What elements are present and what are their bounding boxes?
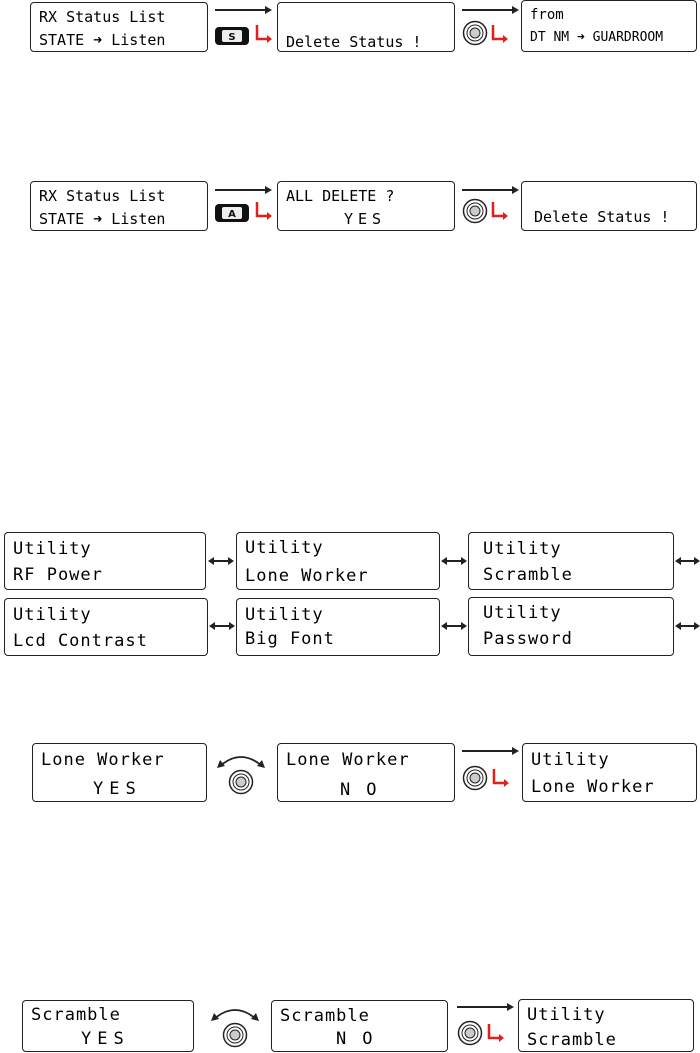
lcd-utility-rf-power: Utility RF Power bbox=[4, 532, 206, 590]
lcd-line-2: YES bbox=[344, 210, 387, 228]
lcd-line-1: Utility bbox=[13, 605, 92, 625]
double-arrow-icon bbox=[208, 556, 234, 566]
lcd-line-1: Utility bbox=[245, 538, 324, 558]
lcd-line-1: Utility bbox=[483, 539, 562, 559]
lcd-scramble-no: Scramble NO bbox=[271, 1000, 448, 1052]
lcd-utility-lcd-contrast: Utility Lcd Contrast bbox=[4, 598, 208, 656]
right-arrow-icon bbox=[455, 1002, 515, 1012]
rotate-arc-icon bbox=[210, 1003, 260, 1051]
lcd-lone-worker-yes: Lone Worker YES bbox=[32, 743, 207, 802]
lcd-all-delete: ALL DELETE ? YES bbox=[277, 181, 455, 231]
lcd-line-2: Delete Status ! bbox=[534, 208, 670, 226]
side-key-letter: S bbox=[228, 32, 235, 43]
side-key-letter: A bbox=[228, 209, 236, 220]
enter-arrow-icon bbox=[485, 1022, 505, 1044]
lcd-utility-scramble: Utility Scramble bbox=[468, 532, 674, 590]
enter-arrow-icon bbox=[253, 23, 273, 45]
side-key-icon: A bbox=[214, 203, 250, 223]
lcd-line-2: YES bbox=[93, 779, 142, 799]
lcd-line-2: YES bbox=[81, 1029, 130, 1049]
double-arrow-icon bbox=[441, 621, 467, 631]
knob-icon bbox=[462, 20, 488, 46]
lcd-line-2: DT NM ➜ GUARDROOM bbox=[530, 30, 664, 45]
lcd-utility-password: Utility Password bbox=[468, 597, 674, 656]
right-arrow-icon bbox=[460, 185, 520, 195]
lcd-lone-worker-no: Lone Worker NO bbox=[277, 743, 455, 802]
lcd-line-1: Utility bbox=[245, 605, 324, 625]
lcd-utility-big-font: Utility Big Font bbox=[236, 598, 440, 656]
enter-arrow-icon bbox=[489, 200, 509, 222]
lcd-line-2: Lcd Contrast bbox=[13, 631, 148, 651]
lcd-line-1: from bbox=[530, 7, 564, 23]
lcd-delete-status: Delete Status ! bbox=[521, 181, 697, 231]
lcd-line-2: Scramble bbox=[483, 565, 573, 585]
lcd-line-1: ALL DELETE ? bbox=[286, 187, 395, 205]
right-arrow-icon bbox=[460, 746, 520, 756]
lcd-line-2: STATE ➜ Listen bbox=[39, 210, 166, 228]
lcd-line-2: Delete Status ! bbox=[286, 33, 422, 51]
rotate-arc-icon bbox=[216, 750, 266, 798]
double-arrow-icon bbox=[675, 556, 700, 566]
lcd-utility-lone-worker: Utility Lone Worker bbox=[236, 532, 440, 590]
lcd-line-1: Utility bbox=[527, 1005, 606, 1025]
lcd-line-1: Scramble bbox=[31, 1005, 121, 1025]
lcd-delete-status: Delete Status ! bbox=[277, 2, 455, 52]
enter-arrow-icon bbox=[253, 200, 273, 222]
lcd-line-1: Lone Worker bbox=[41, 750, 165, 770]
lcd-scramble-yes: Scramble YES bbox=[22, 1000, 194, 1052]
lcd-line-2: RF Power bbox=[13, 565, 103, 585]
lcd-line-1: RX Status List bbox=[39, 187, 166, 205]
lcd-line-2: Lone Worker bbox=[531, 777, 655, 797]
lcd-utility-lone-worker: Utility Lone Worker bbox=[522, 743, 697, 802]
lcd-line-2: Password bbox=[483, 629, 573, 649]
knob-icon bbox=[462, 198, 488, 224]
lcd-line-1: Utility bbox=[483, 603, 562, 623]
lcd-line-2: NO bbox=[340, 780, 393, 800]
lcd-rx-status-list: RX Status List STATE ➜ Listen bbox=[30, 181, 208, 231]
side-key-icon: S bbox=[214, 26, 250, 46]
lcd-utility-scramble: Utility Scramble bbox=[518, 999, 694, 1052]
lcd-line-2: Scramble bbox=[527, 1030, 617, 1050]
lcd-line-1: Lone Worker bbox=[286, 750, 410, 770]
right-arrow-icon bbox=[213, 5, 273, 15]
double-arrow-icon bbox=[441, 556, 467, 566]
double-arrow-icon bbox=[675, 621, 700, 631]
lcd-line-2: NO bbox=[336, 1029, 389, 1049]
right-arrow-icon bbox=[460, 5, 520, 15]
knob-icon bbox=[457, 1020, 483, 1046]
lcd-line-1: Scramble bbox=[280, 1006, 370, 1026]
double-arrow-icon bbox=[209, 621, 235, 631]
lcd-from-guardroom: from DT NM ➜ GUARDROOM bbox=[521, 0, 697, 52]
lcd-line-2: STATE ➜ Listen bbox=[39, 31, 166, 49]
lcd-line-1: Utility bbox=[531, 750, 610, 770]
knob-icon bbox=[462, 765, 488, 791]
right-arrow-icon bbox=[213, 185, 273, 195]
lcd-line-2: Lone Worker bbox=[245, 566, 369, 586]
enter-arrow-icon bbox=[490, 767, 510, 789]
lcd-line-1: Utility bbox=[13, 539, 92, 559]
lcd-line-1: RX Status List bbox=[39, 8, 166, 26]
enter-arrow-icon bbox=[489, 23, 509, 45]
lcd-rx-status-list: RX Status List STATE ➜ Listen bbox=[30, 2, 208, 52]
lcd-line-2: Big Font bbox=[245, 629, 335, 649]
